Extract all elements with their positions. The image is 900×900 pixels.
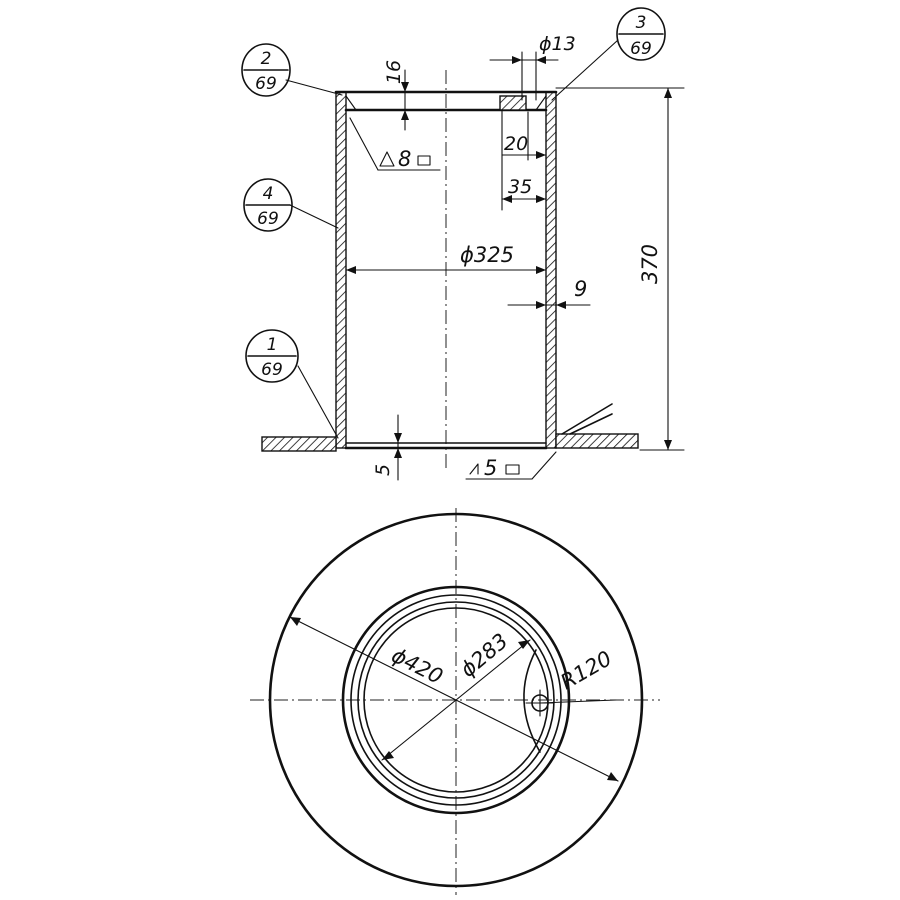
dim-ring-thickness: 16 xyxy=(383,60,409,131)
base-plate-right xyxy=(555,433,639,449)
shell-inner-circle xyxy=(350,594,562,806)
dim-text-16: 16 xyxy=(383,60,405,84)
hole-boss-outline xyxy=(523,649,541,753)
callout-4-bottom: 69 xyxy=(257,209,279,229)
left-wall xyxy=(335,91,347,449)
dim-text-9: 9 xyxy=(574,277,587,301)
dim-hole-diameter: ϕ13 xyxy=(489,33,576,101)
dim-hole-depth: 20 xyxy=(501,109,547,211)
dim-text-phi420: ϕ420 xyxy=(388,643,447,689)
callout-1-bottom: 69 xyxy=(261,360,283,380)
dim-text-r120: R120 xyxy=(557,646,616,694)
dim-base-thickness: 5 xyxy=(372,414,402,481)
callout-3-top: 3 xyxy=(636,13,647,33)
dim-text-phi325: ϕ325 xyxy=(460,243,514,267)
top-weld-right xyxy=(535,95,547,111)
dim-wall-thickness: 9 xyxy=(507,277,591,309)
callout-1-top: 1 xyxy=(267,335,278,355)
base-weld-mark xyxy=(561,403,613,435)
ring-outer-circle xyxy=(357,601,555,799)
callout-3: 3 69 xyxy=(616,7,666,61)
shell-outer-circle xyxy=(341,585,571,815)
dim-text-5: 5 xyxy=(372,464,394,476)
weld-text-top: 8 xyxy=(398,147,411,171)
callout-4-top: 4 xyxy=(263,184,274,204)
dim-hole-offset: 35 xyxy=(501,176,547,203)
dim-text-phi283: ϕ283 xyxy=(456,629,513,682)
dim-text-35: 35 xyxy=(508,176,532,198)
callout-2-bottom: 69 xyxy=(255,74,277,94)
dim-inner-diameter: ϕ325 xyxy=(345,243,547,274)
leader-c2 xyxy=(285,79,343,96)
leader-c4 xyxy=(289,204,339,229)
base-plate-left xyxy=(261,436,337,452)
leader-c3 xyxy=(551,39,619,101)
callout-1: 1 69 xyxy=(245,329,299,383)
plan-view: ϕ420 ϕ283 R120 xyxy=(250,508,660,895)
dim-text-phi13: ϕ13 xyxy=(539,33,576,55)
dim-text-20: 20 xyxy=(504,133,528,155)
outer-flange-circle xyxy=(268,512,644,888)
leader-c1 xyxy=(297,365,339,439)
callout-3-bottom: 69 xyxy=(630,39,652,59)
top-weld-left xyxy=(345,95,357,111)
weld-symbol-bottom: 5 xyxy=(465,451,557,480)
section-view: 16 ϕ13 20 35 xyxy=(261,33,685,481)
weld-text-bottom: 5 xyxy=(484,456,497,480)
weld-symbol-top: 8 xyxy=(349,117,441,171)
dim-text-370: 370 xyxy=(638,244,662,284)
callout-2-top: 2 xyxy=(261,49,272,69)
callout-2: 2 69 xyxy=(241,43,291,97)
top-ring-hatch xyxy=(499,95,527,111)
dim-height: 370 xyxy=(555,87,685,451)
callout-4: 4 69 xyxy=(243,178,293,232)
right-wall xyxy=(545,91,557,449)
